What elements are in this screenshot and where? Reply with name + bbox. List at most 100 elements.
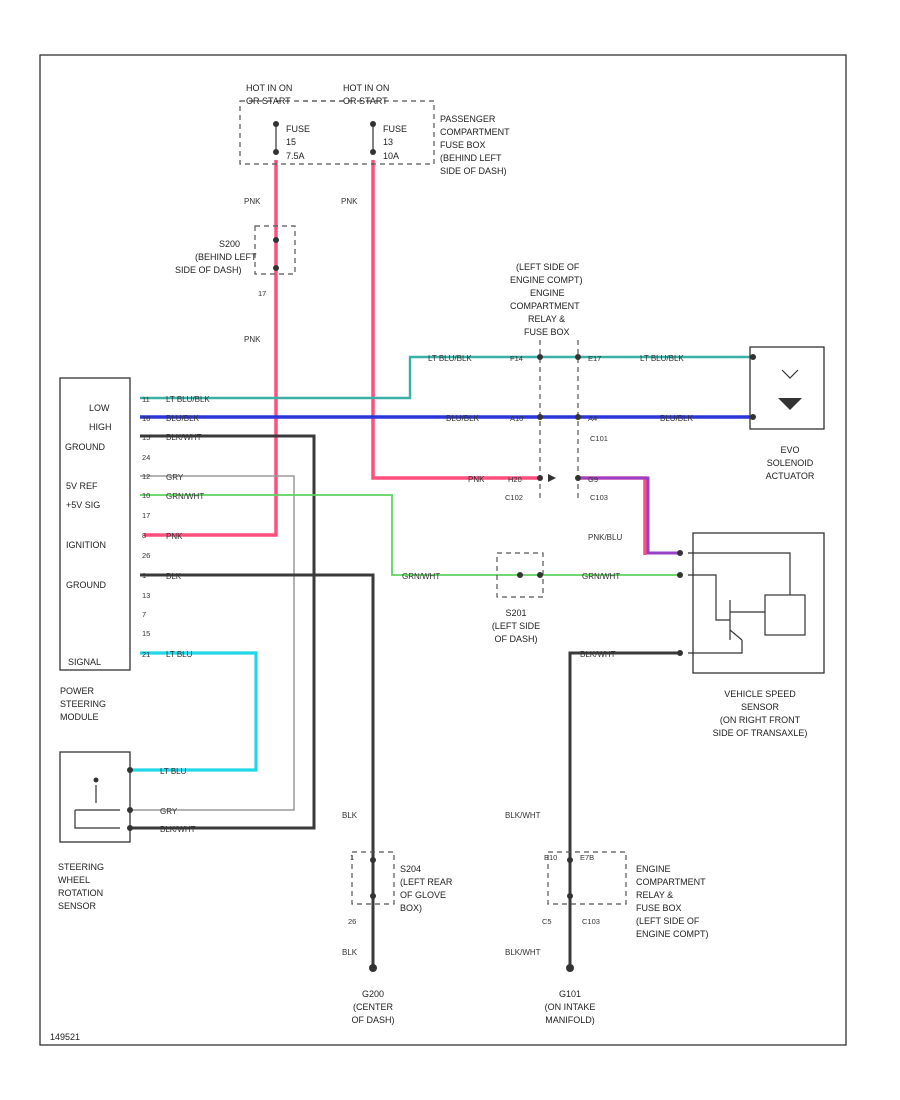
pin-h20: H20 (508, 475, 522, 484)
s204-l4: BOX) (400, 903, 422, 913)
swrs-box (59, 751, 131, 843)
erb-bottom-dash (547, 851, 627, 905)
s204-l2: (LEFT REAR (400, 877, 453, 887)
label-blu-blk-psm: BLU/BLK (166, 414, 200, 423)
psm-pin-ground: GROUND (65, 442, 105, 452)
wire-pnk-fuse13 (371, 160, 538, 480)
swrs-label-l2: WHEEL (58, 875, 90, 885)
pin-a4: A4 (588, 414, 597, 423)
vss-label-l3: (ON RIGHT FRONT (720, 715, 801, 725)
g101-l3: MANIFOLD) (545, 1015, 595, 1025)
psm-pin-low: LOW (89, 403, 110, 413)
label-pnk-4: PNK (468, 475, 485, 484)
g200-l1: G200 (362, 989, 384, 999)
psm-num-10: 1 (142, 571, 146, 580)
pin-e10: E10 (544, 853, 557, 862)
pin-a10: A10 (510, 414, 523, 423)
evo-actuator-box (749, 346, 825, 430)
psm-pin-signal: SIGNAL (68, 657, 101, 667)
passenger-fuse-box-l5: SIDE OF DASH) (440, 166, 507, 176)
s201-l1: S201 (505, 608, 526, 618)
label-grn-wht-s201-r: GRN/WHT (582, 572, 620, 581)
label-blk-wht-erb-top: BLK/WHT (505, 811, 541, 820)
fuse1-amps: 7.5A (286, 151, 305, 161)
erb-top-l1: (LEFT SIDE OF (516, 262, 580, 272)
wire-lt-blu-blk (140, 355, 750, 400)
wire-pnk-fuse15 (144, 160, 278, 537)
conn-c5: C5 (542, 917, 552, 926)
passenger-fuse-box-l3: FUSE BOX (440, 140, 486, 150)
label-blk-wht-swrs: BLK/WHT (160, 825, 196, 834)
psm-pin-high: HIGH (89, 422, 112, 432)
vss-label-l4: SIDE OF TRANSAXLE) (713, 728, 808, 738)
evo-label-l1: EVO (780, 445, 799, 455)
vss-box (692, 532, 825, 674)
fuse1-label: FUSE (286, 124, 310, 134)
vss-label-l2: SENSOR (741, 702, 780, 712)
psm-num-14: 21 (142, 650, 150, 659)
psm-label-l3: MODULE (60, 712, 99, 722)
s200-label-l3: SIDE OF DASH) (175, 265, 242, 275)
erb-top-l6: FUSE BOX (524, 327, 570, 337)
fuse2-line1: HOT IN ON (343, 83, 389, 93)
s204-pin-1: 1 (350, 853, 354, 862)
passenger-fuse-box-l2: COMPARTMENT (440, 127, 510, 137)
erb-bot-l1: ENGINE (636, 864, 671, 874)
erb-top-l4: COMPARTMENT (510, 301, 580, 311)
wire-blk-ground (140, 573, 375, 968)
psm-pin-ground2: GROUND (66, 580, 106, 590)
erb-top-l3: ENGINE (530, 288, 565, 298)
fuse2-label: FUSE (383, 124, 407, 134)
s204-dash (351, 851, 395, 905)
g101-l2: (ON INTAKE (545, 1002, 596, 1012)
wire-pnk-blu (580, 476, 647, 555)
erb-bot-l4: FUSE BOX (636, 903, 682, 913)
s200-pin: 17 (258, 289, 266, 298)
evo-label-l3: ACTUATOR (766, 471, 815, 481)
g101-ground-icon (566, 964, 574, 972)
psm-label-l1: POWER (60, 686, 95, 696)
erb-bot-l6: ENGINE COMPT) (636, 929, 709, 939)
label-blk-wht-erb-bot: BLK/WHT (505, 948, 541, 957)
fuse1-num: 15 (286, 137, 296, 147)
fuse1-line1: HOT IN ON (246, 83, 292, 93)
swrs-label-l3: ROTATION (58, 888, 103, 898)
g200-ground-icon (369, 964, 377, 972)
label-blu-blk-1: BLU/BLK (446, 414, 480, 423)
psm-num-13: 15 (142, 629, 150, 638)
psm-pin-5vsig: +5V SIG (66, 500, 100, 510)
pin-e17: E17 (588, 354, 601, 363)
psm-num-12: 7 (142, 610, 146, 619)
fuse2-line2: OR START (343, 96, 388, 106)
label-gry-psm: GRY (166, 473, 184, 482)
conn-c102: C102 (505, 493, 523, 502)
label-lt-blu-blk-psm: LT BLU/BLK (166, 395, 210, 404)
psm-num-2: 16 (142, 414, 150, 423)
erb-bot-l2: COMPARTMENT (636, 877, 706, 887)
label-grn-wht-psm: GRN/WHT (166, 492, 204, 501)
wire-lt-blu-signal (130, 651, 258, 772)
label-pnk-blu: PNK/BLU (588, 533, 622, 542)
label-lt-blu-blk-2: LT BLU/BLK (640, 354, 684, 363)
figure-id: 149521 (50, 1032, 80, 1042)
pin-g9: G9 (588, 475, 598, 484)
label-pnk-3: PNK (244, 335, 261, 344)
fuse-box-dash (239, 100, 435, 165)
wire-pur (578, 476, 680, 555)
psm-num-6: 10 (142, 491, 150, 500)
erb-bot-l5: (LEFT SIDE OF (636, 916, 700, 926)
g200-l3: OF DASH) (351, 1015, 394, 1025)
s201-l2: (LEFT SIDE (492, 621, 540, 631)
psm-num-3: 15 (142, 433, 150, 442)
label-pnk-1: PNK (244, 197, 261, 206)
fuse2-num: 13 (383, 137, 393, 147)
label-pnk-psm: PNK (166, 532, 183, 541)
psm-num-9: 26 (142, 551, 150, 560)
psm-num-5: 12 (142, 472, 150, 481)
diagram-frame (39, 54, 847, 1046)
power-steering-module-box (59, 377, 131, 671)
swrs-label-l4: SENSOR (58, 901, 97, 911)
psm-num-11: 13 (142, 591, 150, 600)
label-lt-blu-psm: LT BLU (166, 650, 193, 659)
